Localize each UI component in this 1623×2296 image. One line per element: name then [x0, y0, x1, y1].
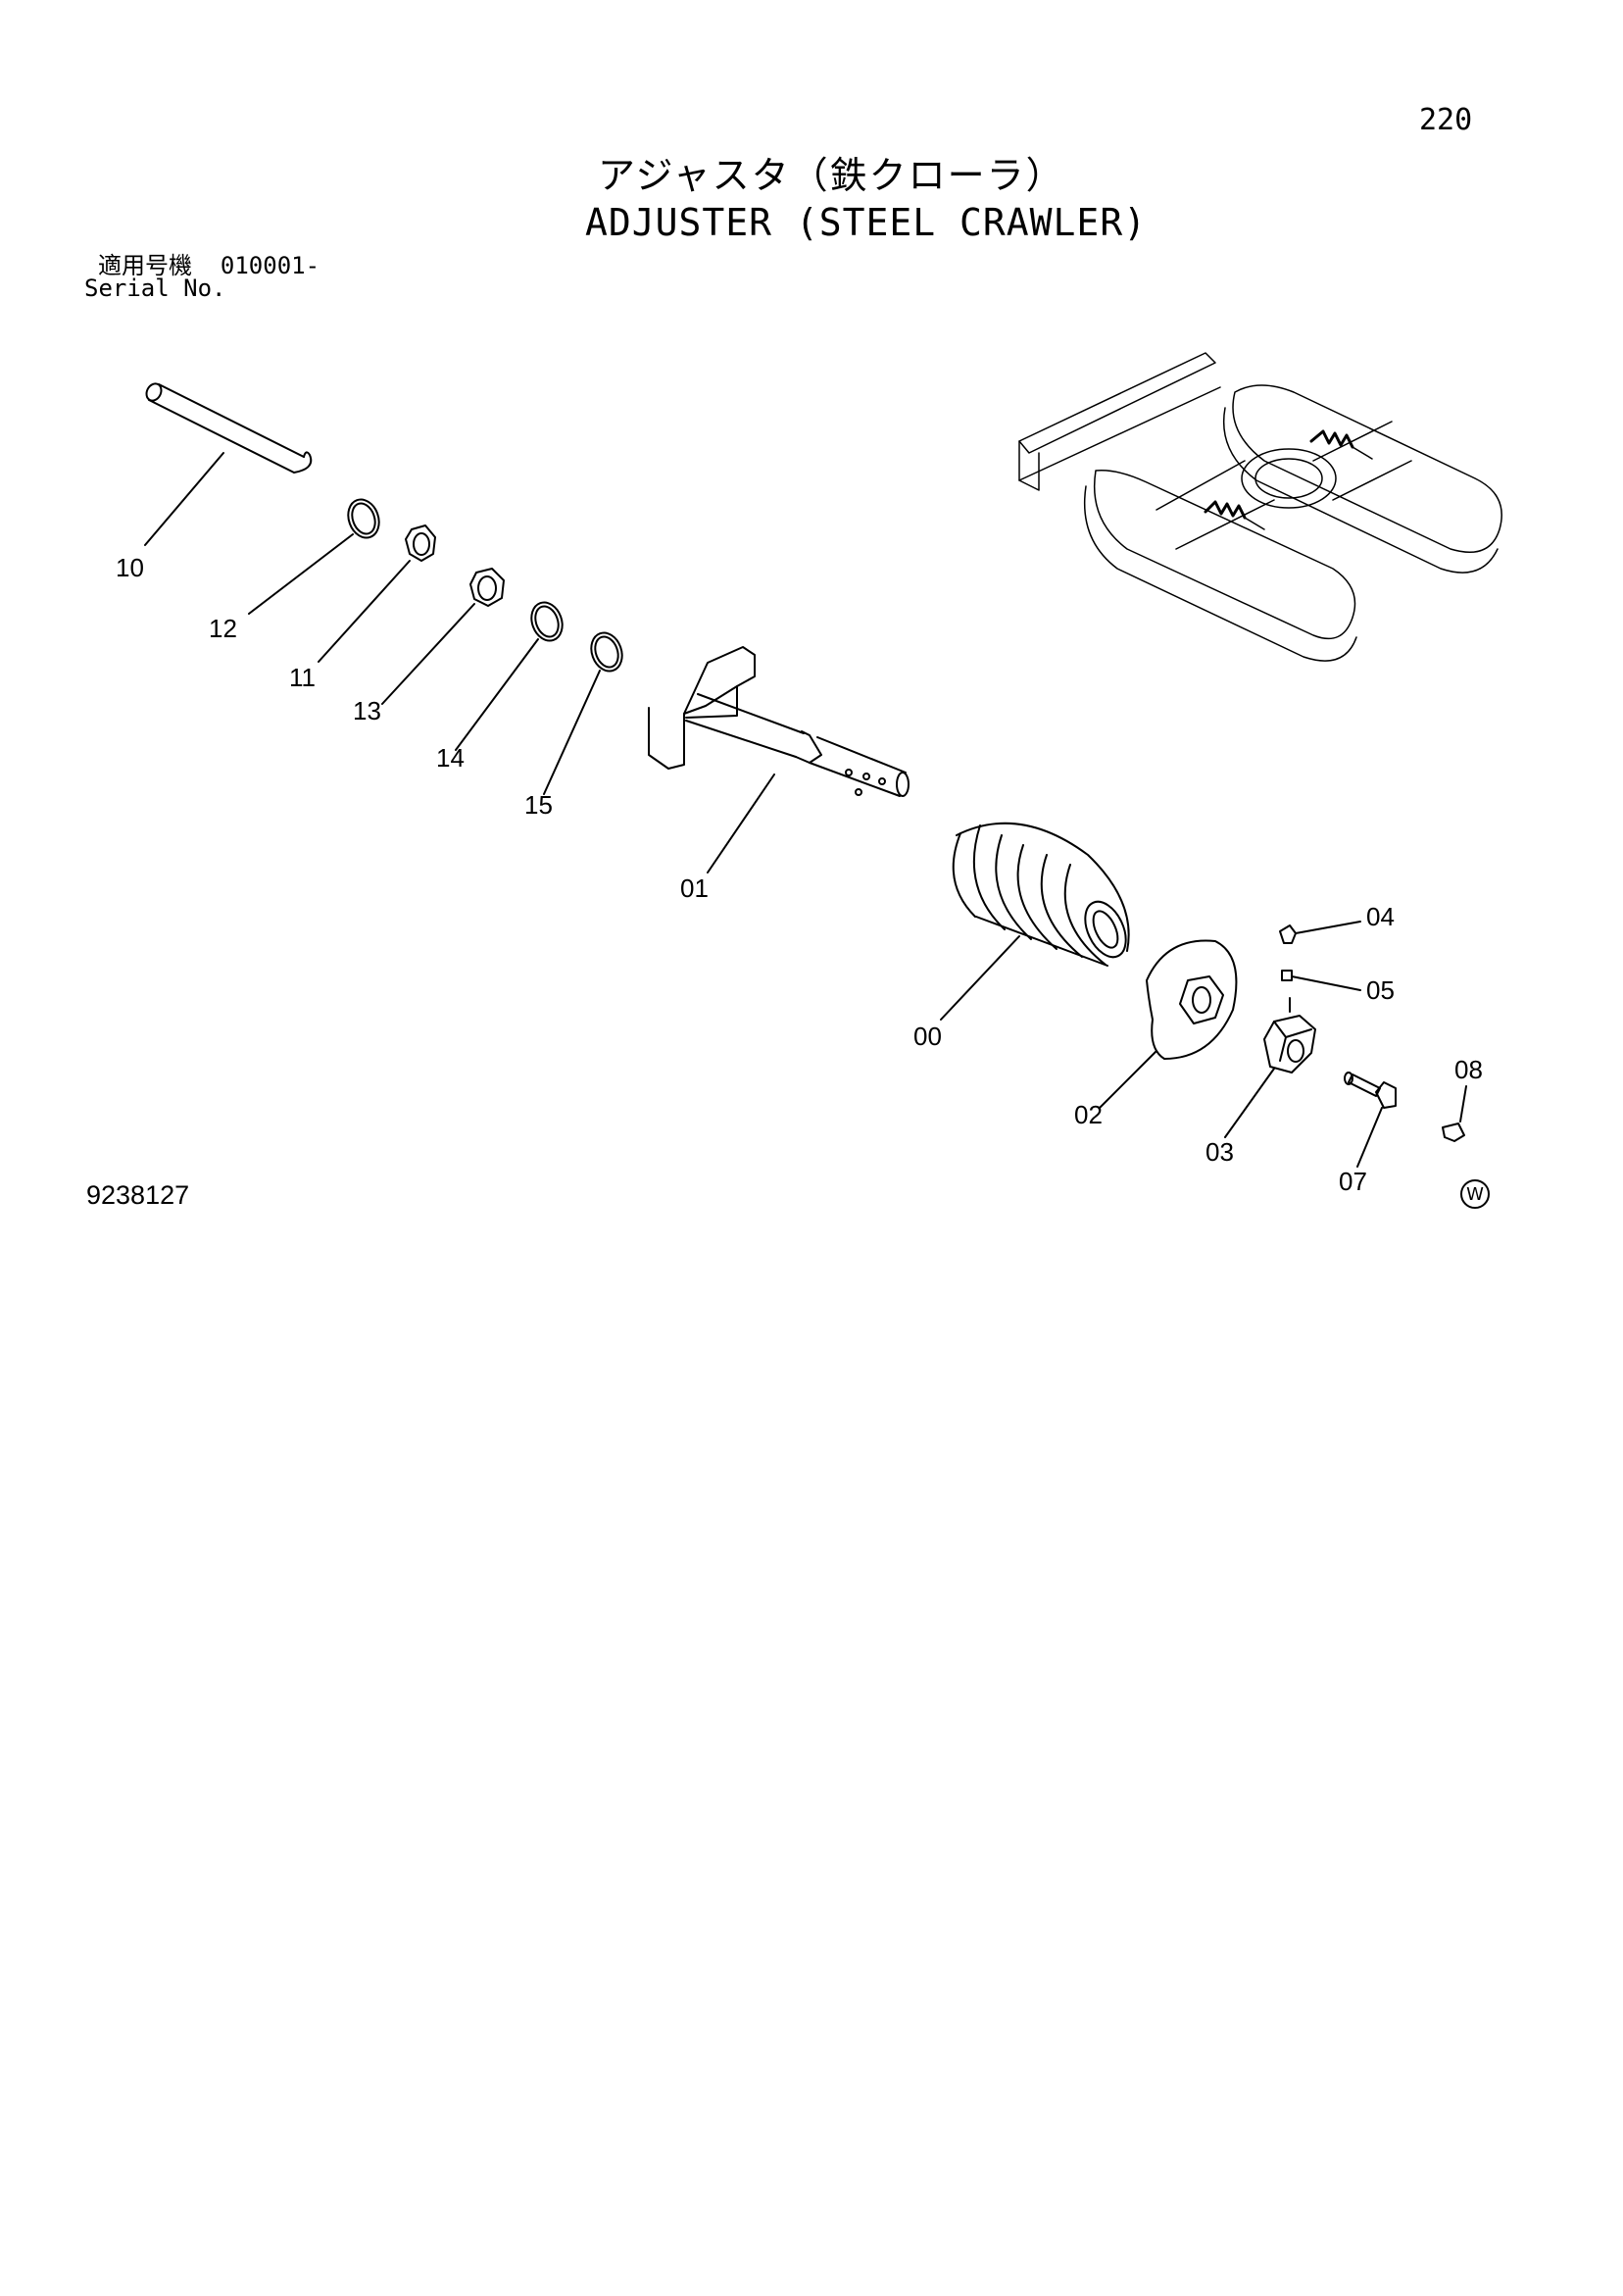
- snap-ring-part-12: [248, 498, 380, 615]
- page-title-japanese: アジャスタ（鉄クローラ）: [598, 154, 1065, 197]
- hex-block-part-03: [1224, 997, 1316, 1138]
- serial-label-english: Serial No.: [84, 275, 226, 302]
- leader-line-05: [1291, 975, 1361, 991]
- small-part-08: [1442, 1085, 1467, 1142]
- page-number: 220: [1419, 103, 1473, 137]
- leader-line-12: [248, 533, 354, 615]
- callout-14: 14: [436, 743, 465, 773]
- callout-01: 01: [680, 873, 709, 903]
- leader-line-14: [455, 638, 539, 751]
- serial-line-japanese: 適用号機 010001-: [98, 254, 320, 277]
- leader-line-13: [381, 603, 475, 705]
- leader-line-15: [543, 670, 601, 795]
- leader-line-10: [144, 452, 224, 546]
- page-title-english: ADJUSTER (STEEL CRAWLER): [585, 201, 1148, 244]
- callout-03: 03: [1205, 1137, 1234, 1167]
- callout-07: 07: [1339, 1167, 1367, 1196]
- nut-part-13: [381, 568, 505, 705]
- recoil-spring-part-00: [940, 822, 1130, 1021]
- nut-part-11: [318, 524, 436, 663]
- leader-line-11: [318, 560, 411, 663]
- callout-02: 02: [1074, 1100, 1103, 1129]
- serial-label-japanese: 適用号機: [98, 252, 192, 279]
- small-part-05: [1281, 970, 1361, 991]
- callout-11: 11: [289, 663, 316, 692]
- callout-00: 00: [913, 1022, 942, 1051]
- serial-value: 010001-: [220, 252, 320, 279]
- w-mark-symbol: W: [1460, 1179, 1490, 1209]
- leader-line-00: [940, 935, 1020, 1021]
- document-number: 9238127: [86, 1180, 190, 1210]
- callout-08: 08: [1454, 1055, 1483, 1084]
- leader-line-01: [707, 774, 775, 873]
- undercarriage-overview-diagram: [1018, 352, 1502, 662]
- leader-line-02: [1099, 1050, 1157, 1109]
- callout-05: 05: [1366, 975, 1395, 1005]
- leader-line-04: [1295, 921, 1361, 934]
- ring-part-15: [543, 631, 623, 795]
- plate-part-02: [1099, 939, 1238, 1109]
- grease-fitting-part-07: [1344, 1072, 1397, 1168]
- callout-12: 12: [209, 614, 237, 643]
- ring-part-14: [455, 601, 564, 751]
- pin-part-10: [144, 382, 313, 546]
- grease-cap-part-04: [1279, 921, 1361, 944]
- callout-15: 15: [524, 790, 553, 820]
- callout-04: 04: [1366, 902, 1395, 931]
- leader-line-08: [1459, 1085, 1467, 1123]
- callout-10: 10: [116, 553, 144, 582]
- adjuster-rod-part-01: [648, 646, 910, 873]
- callout-13: 13: [353, 696, 381, 725]
- leader-line-03: [1224, 1068, 1275, 1138]
- leader-line-07: [1356, 1107, 1383, 1168]
